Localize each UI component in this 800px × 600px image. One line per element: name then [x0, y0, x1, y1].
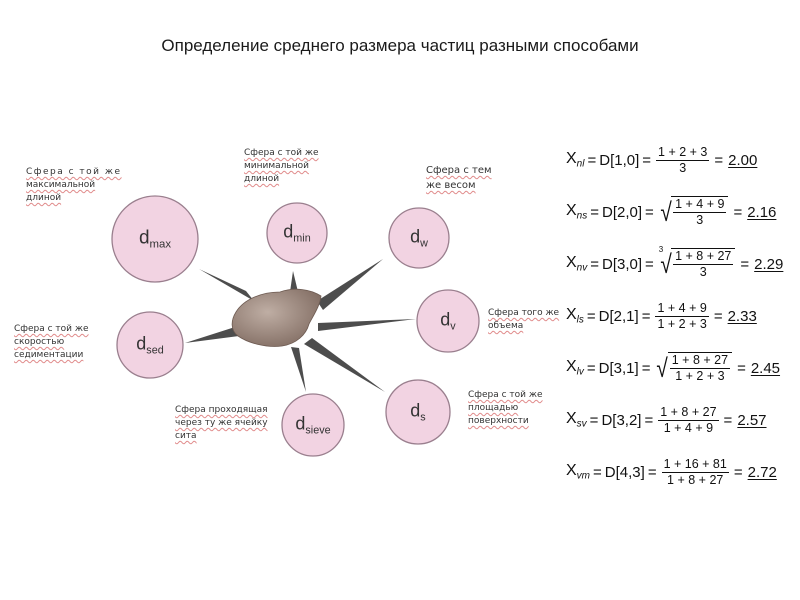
formula-result: 2.72	[747, 463, 777, 481]
note-sieve: Сфера проходящая через ту же ячейку сита	[175, 405, 268, 441]
formula-d: D[3,0]	[602, 255, 643, 273]
note-min: Сфера с той же минимальной длиной	[244, 148, 319, 184]
page-title: Определение среднего размера частиц разн…	[161, 36, 639, 55]
note-max: Сфера с той же максимальной длиной	[26, 167, 122, 203]
formula-symbol: Xnl	[566, 150, 585, 170]
circle-label-sed: dsed	[136, 333, 164, 357]
formula-symbol: Xnv	[566, 254, 588, 274]
formula-result: 2.00	[728, 151, 758, 169]
circle-w	[388, 207, 450, 269]
ray-sieve	[291, 347, 306, 392]
formula-result: 2.57	[737, 411, 767, 429]
circle-label-v: dv	[440, 309, 456, 333]
rays	[185, 259, 416, 392]
ray-w	[317, 259, 383, 310]
circle-label-min: dmin	[283, 221, 311, 245]
note-w: Сфера с тем же весом	[426, 165, 492, 191]
ray-max	[199, 269, 254, 301]
circle-max	[111, 195, 199, 283]
formula-d: D[3,2]	[601, 411, 642, 429]
circle-v	[416, 289, 480, 353]
formula-result: 2.45	[750, 359, 781, 377]
circle-min	[266, 202, 328, 264]
formula-d: D[4,3]	[604, 463, 645, 481]
circle-label-w: dw	[410, 226, 428, 250]
ray-s	[304, 338, 385, 392]
ray-v	[318, 319, 416, 331]
circle-label-s: ds	[410, 400, 426, 424]
formula-d: D[3,1]	[598, 359, 639, 377]
circle-sed	[116, 311, 184, 379]
circle-s	[385, 379, 451, 445]
formula-symbol: Xvm	[566, 462, 591, 482]
formula-symbol: Xlv	[566, 358, 584, 378]
ray-sed	[185, 327, 239, 343]
formula-symbol: Xls	[566, 306, 584, 326]
formula-d: D[1,0]	[599, 151, 640, 169]
formula-symbol: Xsv	[566, 410, 587, 430]
note-sed: Сфера с той же скоростью седиментации	[14, 324, 89, 360]
formula-symbol: Xns	[566, 202, 588, 222]
note-s: Сфера с той же площадью поверхности	[468, 390, 543, 426]
circles	[111, 195, 480, 457]
circle-label-sieve: dsieve	[295, 413, 331, 437]
circle-sieve	[281, 393, 345, 457]
particle-shape	[231, 288, 322, 347]
formula-result: 2.33	[727, 307, 757, 325]
circle-label-max: dmax	[138, 227, 172, 251]
note-v: Сфера того же объема	[488, 308, 560, 331]
formula-result: 2.16	[747, 203, 777, 221]
formula-d: D[2,1]	[598, 307, 639, 325]
formula-d: D[2,0]	[602, 203, 643, 221]
formula-result: 2.29	[754, 255, 784, 273]
